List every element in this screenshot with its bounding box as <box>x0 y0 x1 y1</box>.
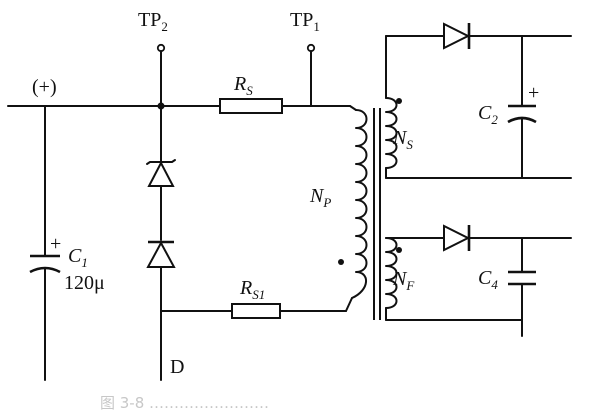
rs1-label: RS1 <box>239 277 265 302</box>
rs1-resistor <box>231 303 281 319</box>
c1-polarity-mark: + <box>50 233 61 255</box>
diode <box>146 240 176 268</box>
tp1-label: TP1 <box>290 9 320 34</box>
ns-polarity-dot <box>396 98 402 104</box>
nf-output-diode <box>443 224 471 252</box>
c2-polarity-mark: + <box>528 82 539 104</box>
feedback-winding-nf <box>385 237 398 309</box>
c1-value-label: 120μ <box>64 272 105 294</box>
nf-label: NF <box>392 268 415 293</box>
primary-bottom-lead <box>345 297 353 312</box>
ns-output-diode <box>443 22 471 50</box>
tp2-label: TP2 <box>138 9 168 34</box>
zener-diode <box>147 160 175 187</box>
figure-caption: 图 3-8 …………………… <box>100 394 269 412</box>
rs-resistor <box>219 98 283 114</box>
rs-label: RS <box>233 73 253 98</box>
primary-polarity-dot <box>338 259 344 265</box>
c4-label: C4 <box>478 267 498 292</box>
c2-label: C2 <box>478 102 498 127</box>
c1-label: C1 <box>68 245 88 270</box>
primary-winding <box>351 109 368 299</box>
np-label: NP <box>309 185 331 210</box>
primary-top-lead <box>349 105 357 111</box>
drain-label: D <box>170 356 184 378</box>
ns-label: NS <box>392 127 413 152</box>
nf-polarity-dot <box>396 247 402 253</box>
secondary-winding-ns <box>385 97 398 169</box>
positive-terminal-label: (+) <box>32 76 57 98</box>
